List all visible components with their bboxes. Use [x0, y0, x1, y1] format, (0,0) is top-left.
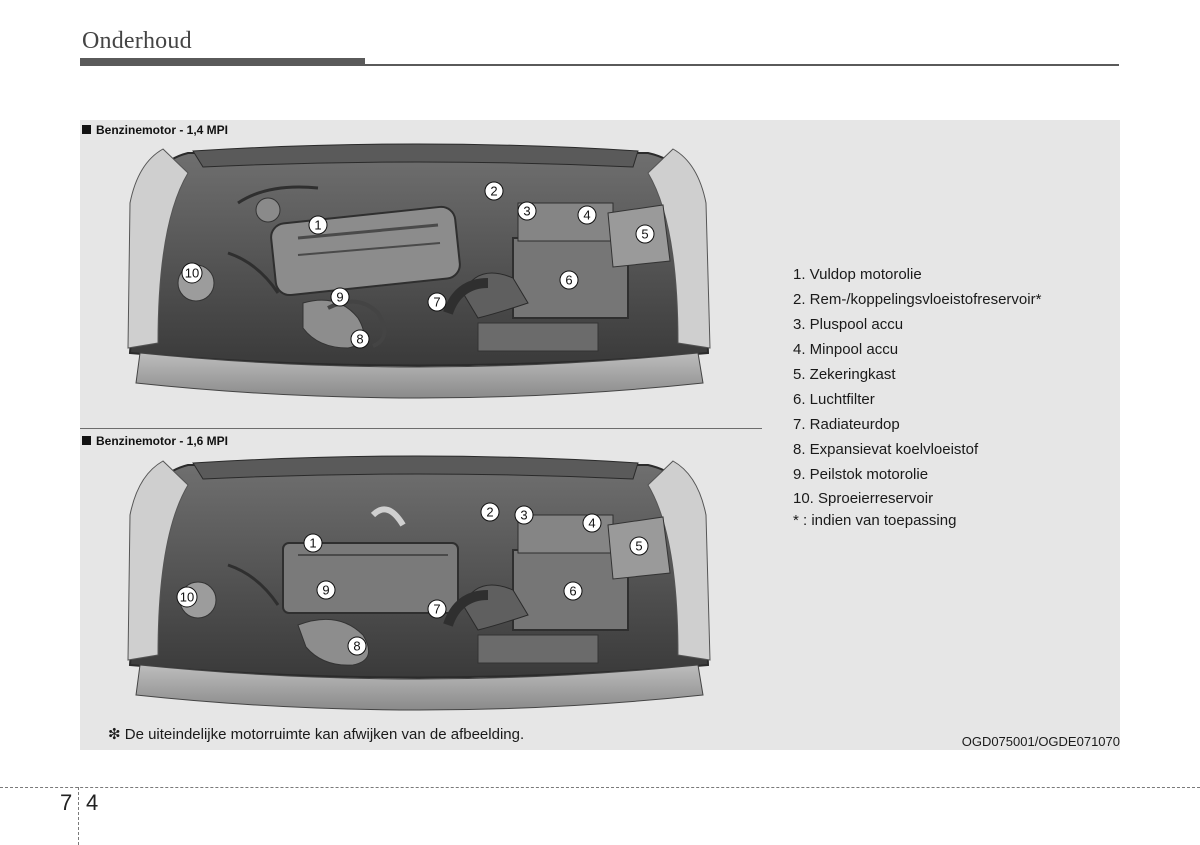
- svg-text:5: 5: [641, 227, 648, 242]
- legend-item: 8. Expansievat koelvloeistof: [793, 441, 979, 458]
- legend-item: 7. Radiateurdop: [793, 416, 900, 433]
- svg-text:1: 1: [309, 536, 316, 551]
- callout-7: 7: [427, 599, 447, 619]
- callout-7: 7: [427, 292, 447, 312]
- footer-dashed-divider: [78, 787, 79, 845]
- svg-text:2: 2: [490, 184, 497, 199]
- callout-markers: 1 2 3 4 5 6 7 8 9 10: [176, 502, 649, 656]
- svg-text:9: 9: [336, 290, 343, 305]
- svg-text:4: 4: [588, 516, 595, 531]
- svg-text:7: 7: [433, 295, 440, 310]
- callout-3: 3: [517, 201, 537, 221]
- svg-text:6: 6: [565, 273, 572, 288]
- svg-text:9: 9: [322, 583, 329, 598]
- legend-item: 3. Pluspool accu: [793, 316, 904, 333]
- callout-9: 9: [330, 287, 350, 307]
- legend-item: 2. Rem-/koppelingsvloeistofreservoir*: [793, 291, 1042, 308]
- svg-text:8: 8: [353, 639, 360, 654]
- callout-1: 1: [303, 533, 323, 553]
- legend-item: 5. Zekeringkast: [793, 366, 896, 383]
- callout-10: 10: [176, 586, 198, 608]
- callout-2: 2: [480, 502, 500, 522]
- legend-item: 4. Minpool accu: [793, 341, 899, 358]
- callout-9: 9: [316, 580, 336, 600]
- callout-2: 2: [484, 181, 504, 201]
- callout-8: 8: [350, 329, 370, 349]
- callout-4: 4: [582, 513, 602, 533]
- svg-text:3: 3: [520, 508, 527, 523]
- callout-1: 1: [308, 215, 328, 235]
- callout-6: 6: [559, 270, 579, 290]
- legend-item: 9. Peilstok motorolie: [793, 466, 929, 483]
- chapter-number: 7: [60, 790, 73, 815]
- legend-item: 1. Vuldop motorolie: [793, 266, 922, 283]
- square-bullet-icon: [82, 436, 91, 445]
- svg-text:3: 3: [523, 204, 530, 219]
- page-header-title: Onderhoud: [82, 28, 192, 54]
- callout-8: 8: [347, 636, 367, 656]
- section-label-1-6-mpi: Benzinemotor - 1,6 MPI: [82, 434, 228, 448]
- legend-item: 10. Sproeierreservoir: [793, 490, 934, 507]
- callout-markers: 1 2 3 4 5 6 7 8 9 10: [181, 181, 655, 349]
- header-rule-thin: [365, 64, 1119, 66]
- svg-text:4: 4: [583, 208, 590, 223]
- engine-illustration-1-4: 1 2 3 4 5 6 7 8 9 10: [118, 143, 718, 405]
- engine-bay-drawing: 1 2 3 4 5 6 7 8 9 10: [127, 455, 711, 711]
- callout-6: 6: [563, 581, 583, 601]
- svg-text:10: 10: [185, 266, 199, 281]
- legend-item: 6. Luchtfilter: [793, 391, 875, 408]
- section-separator: [80, 428, 762, 429]
- page-number: 4: [86, 790, 99, 815]
- engine-illustration-1-6: 1 2 3 4 5 6 7 8 9 10: [118, 455, 718, 717]
- callout-3: 3: [514, 505, 534, 525]
- svg-text:2: 2: [486, 505, 493, 520]
- component-legend: 1. Vuldop motorolie 2. Rem-/koppelingsvl…: [793, 265, 1041, 534]
- svg-text:7: 7: [433, 602, 440, 617]
- square-bullet-icon: [82, 125, 91, 134]
- svg-text:6: 6: [569, 584, 576, 599]
- figure-footnote: ❇ De uiteindelijke motorruimte kan afwij…: [108, 726, 525, 743]
- callout-10: 10: [181, 262, 203, 284]
- svg-text:8: 8: [356, 332, 363, 347]
- header-rule-thick: [80, 58, 365, 66]
- legend-note: * : indien van toepassing: [793, 512, 957, 529]
- svg-text:10: 10: [180, 590, 194, 605]
- svg-text:5: 5: [635, 539, 642, 554]
- engine-bay-drawing: 1 2 3 4 5 6 7 8 9 10: [127, 143, 711, 399]
- callout-5: 5: [635, 224, 655, 244]
- callout-4: 4: [577, 205, 597, 225]
- image-code: OGD075001/OGDE071070: [961, 734, 1120, 749]
- callout-5: 5: [629, 536, 649, 556]
- section-label-1-4-mpi: Benzinemotor - 1,4 MPI: [82, 123, 228, 137]
- footer-dashed-rule: [0, 787, 1200, 788]
- svg-text:1: 1: [314, 218, 321, 233]
